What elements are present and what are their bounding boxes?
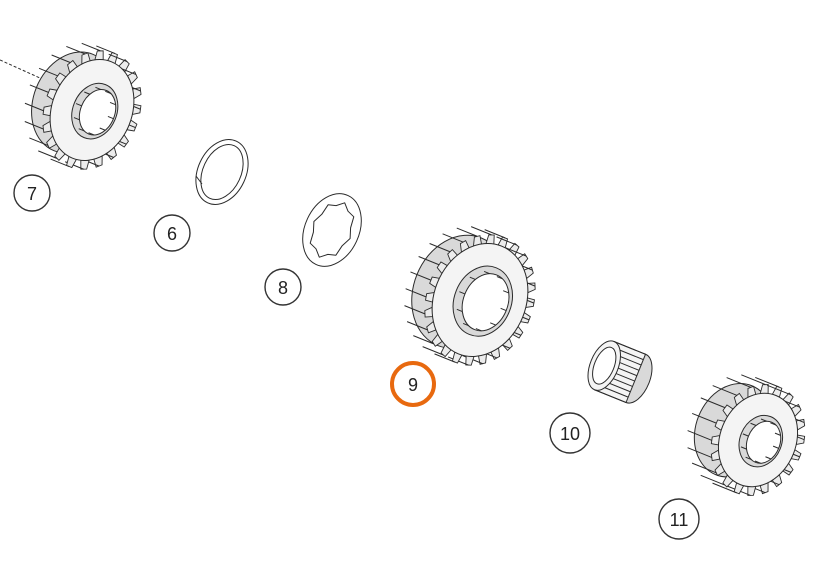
callout-7[interactable]: 7: [13, 174, 51, 212]
callout-6-label: 6: [167, 224, 177, 244]
callout-6[interactable]: 6: [153, 214, 191, 252]
part-10-needle-bearing[interactable]: [582, 336, 659, 407]
callout-9-label: 9: [408, 375, 418, 395]
callout-7-label: 7: [27, 184, 37, 204]
part-8-splined-washer[interactable]: [291, 184, 372, 276]
callout-9-highlighted[interactable]: 9: [390, 361, 436, 407]
part-7-gear[interactable]: [7, 28, 158, 184]
callout-11[interactable]: 11: [658, 498, 700, 540]
callout-8[interactable]: 8: [264, 268, 302, 306]
callout-8-label: 8: [278, 278, 288, 298]
callout-10-label: 10: [560, 424, 580, 444]
part-9-gear[interactable]: [385, 210, 554, 382]
shaft-axis-line: [0, 59, 41, 79]
part-6-snap-ring[interactable]: [186, 131, 258, 213]
callout-10[interactable]: 10: [549, 412, 591, 454]
callout-11-label: 11: [670, 510, 689, 530]
part-11-gear[interactable]: [671, 361, 821, 510]
